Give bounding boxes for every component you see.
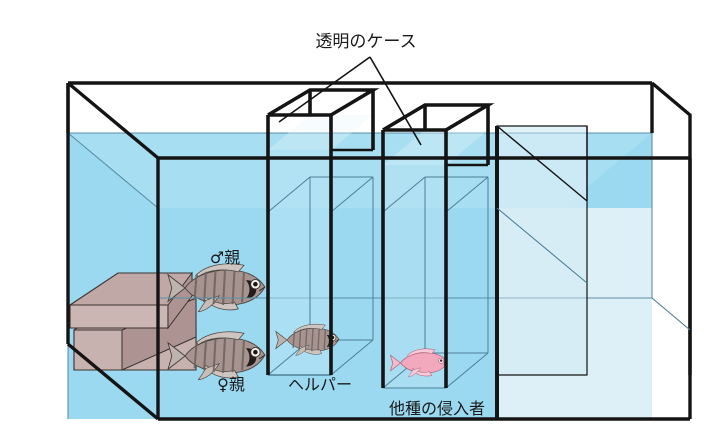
- transparent-case-intruder: [381, 103, 495, 389]
- label-helper: ヘルパー: [288, 375, 352, 394]
- tank-outline: [66, 81, 692, 421]
- right-compartment: [497, 126, 652, 419]
- transparent-case-helper: [266, 88, 380, 376]
- label-female-parent: ♀親: [217, 375, 245, 394]
- glass-partition: [495, 125, 588, 419]
- tank-glass-lines: [67, 132, 653, 420]
- label-male-parent: ♂親: [210, 248, 240, 267]
- label-intruder: 他種の侵入者: [389, 399, 485, 418]
- tank-floor-lines: [651, 297, 691, 331]
- label-transparent-case: 透明のケース: [315, 32, 416, 52]
- leader-lines: [278, 56, 422, 146]
